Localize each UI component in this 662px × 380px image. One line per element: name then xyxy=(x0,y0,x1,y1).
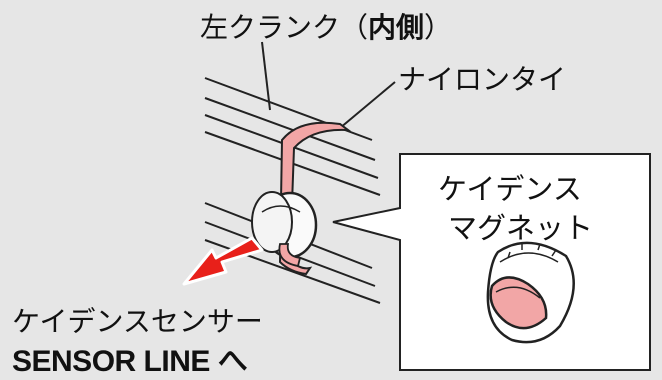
title-leader-line xyxy=(261,41,271,111)
magnet-callout-box xyxy=(332,153,651,371)
cadence-magnet-label-line1: ケイデンス xyxy=(438,172,582,206)
tie-leader-line xyxy=(339,81,396,129)
direction-arrow xyxy=(182,236,264,286)
cadence-magnet-detail xyxy=(486,241,575,344)
cadence-sensor-label: ケイデンスセンサー xyxy=(12,305,263,338)
nylon-tie-end xyxy=(278,243,302,268)
cadence-magnet-label-line2: マグネット xyxy=(448,211,594,245)
left-crank-label: 左クランク（内側） xyxy=(200,11,453,44)
nylon-tie-label: ナイロンタイ xyxy=(398,63,567,96)
sensor-line-label: SENSOR LINE へ xyxy=(12,345,248,378)
